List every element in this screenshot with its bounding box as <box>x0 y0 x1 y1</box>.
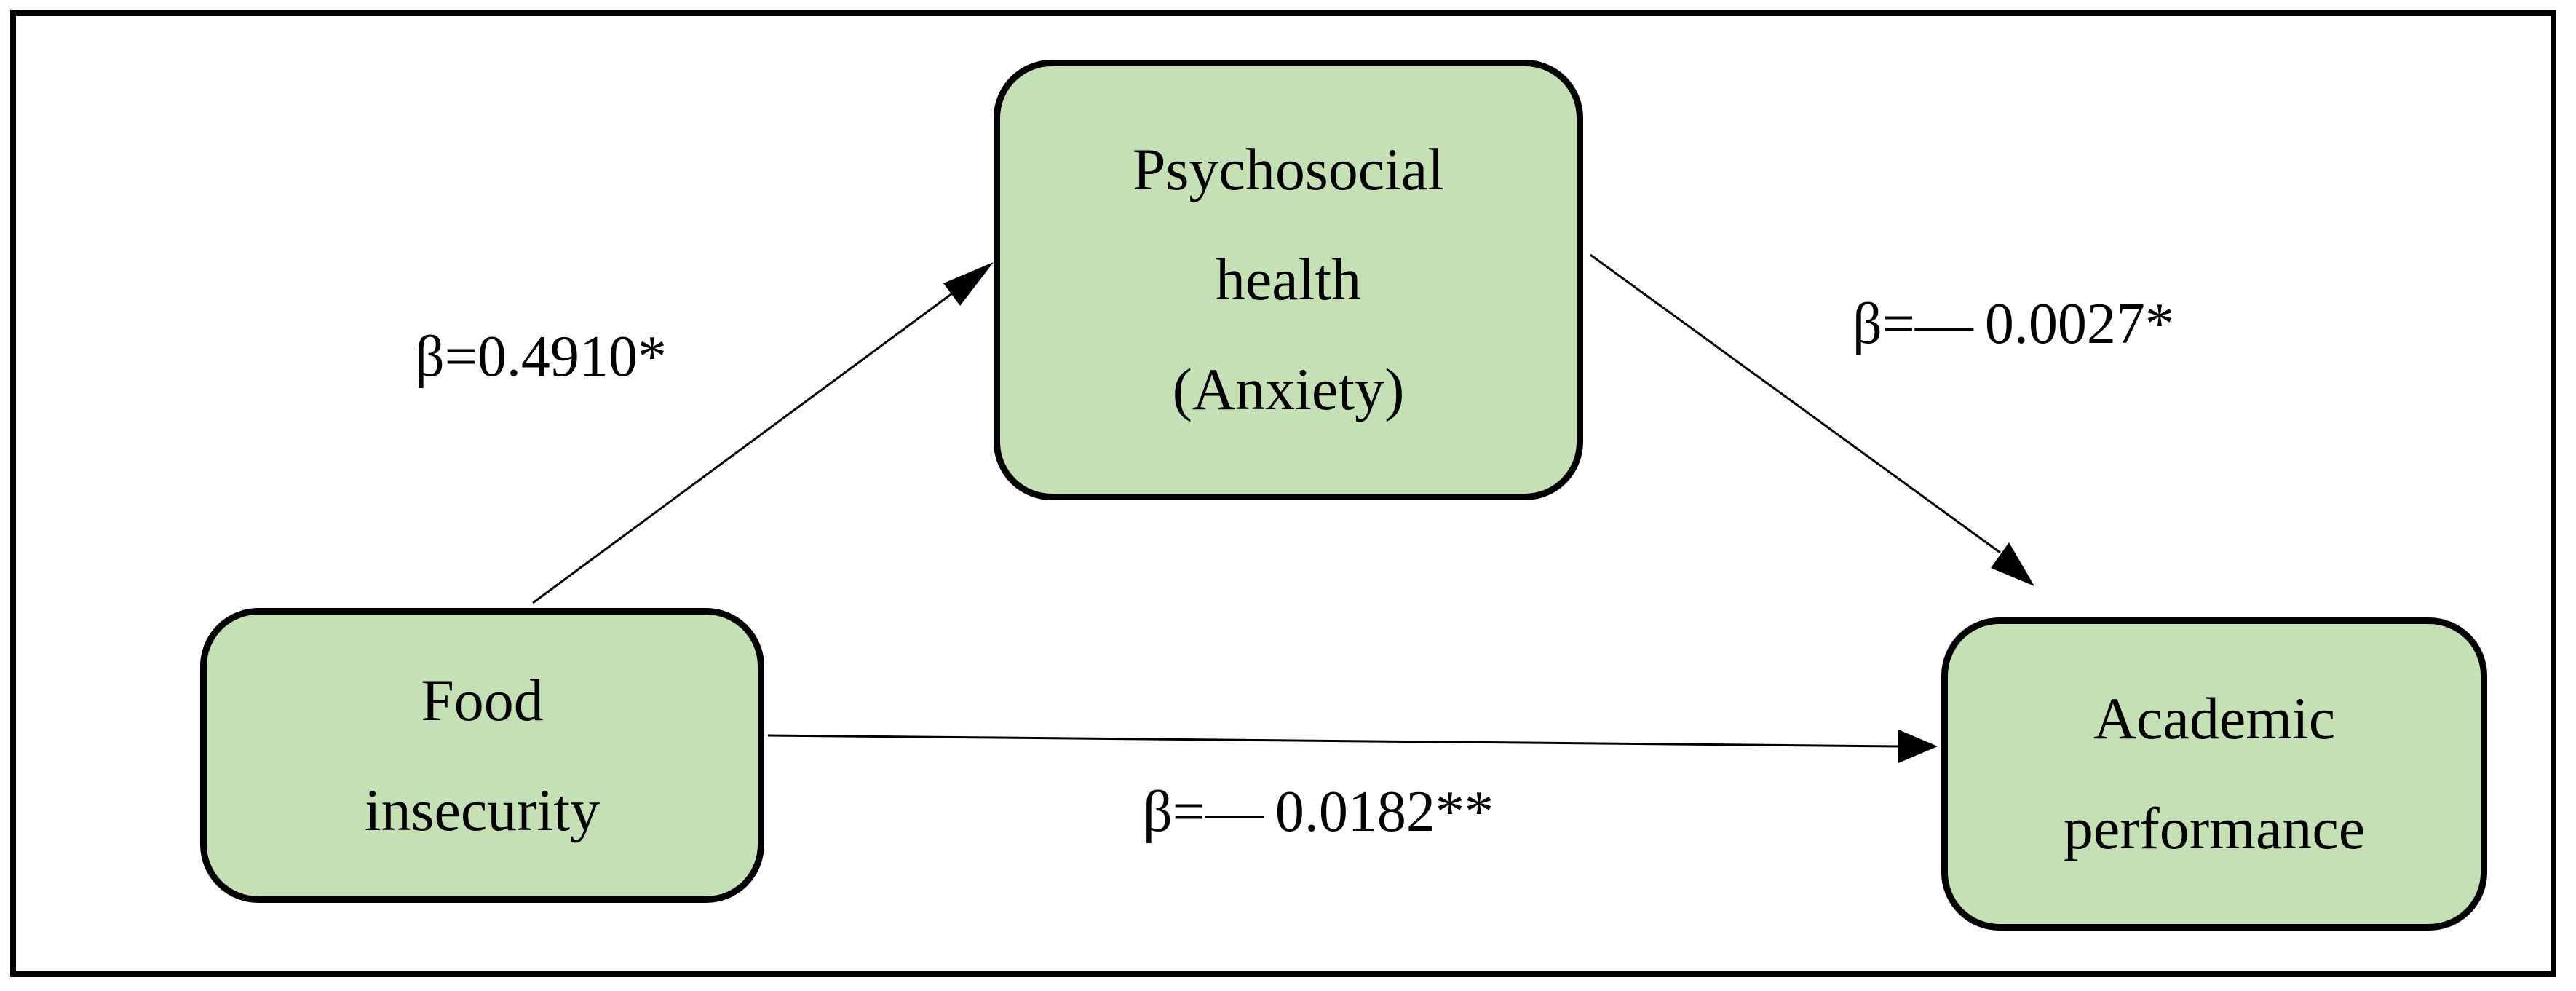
node-label-line: performance <box>2063 795 2366 861</box>
node-label-line: (Anxiety) <box>1172 355 1405 422</box>
edge-food-to-academic <box>767 730 1938 763</box>
edge-label-food-to-academic: β=— 0.0182** <box>1143 780 1494 844</box>
node-label-line: Food <box>421 666 544 733</box>
node-label-line: Academic <box>2093 685 2336 752</box>
edge-label-food-to-psychosocial: β=0.4910* <box>415 325 667 389</box>
edge-psychosocial-to-academic <box>1590 253 2034 586</box>
node-label-line: Psychosocial <box>1132 136 1445 203</box>
arrowhead-icon <box>943 262 994 306</box>
node-food-insecurity: Food insecurity <box>200 608 764 903</box>
node-psychosocial-health: Psychosocial health (Anxiety) <box>994 60 1583 500</box>
node-label-line: health <box>1215 246 1362 313</box>
arrowhead-icon <box>1898 730 1938 763</box>
arrowhead-icon <box>1991 542 2034 586</box>
node-academic-performance: Academic performance <box>1941 617 2487 931</box>
edge-food-to-psychosocial <box>532 262 994 604</box>
edge-label-psychosocial-to-academic: β=— 0.0027* <box>1852 292 2174 356</box>
node-label-line: insecurity <box>364 776 601 843</box>
